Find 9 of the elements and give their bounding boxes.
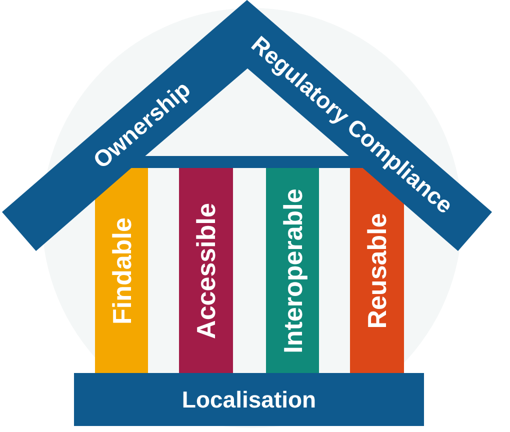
pillar-label: Reusable [364, 212, 390, 328]
foundation-bar [74, 373, 424, 426]
foundation-label: Localisation [182, 388, 316, 411]
pillar [95, 166, 148, 375]
pillar-label: Accessible [193, 202, 219, 338]
pillar-label: Interoperable [280, 188, 306, 353]
pillar [266, 166, 319, 375]
pillar [179, 166, 233, 375]
pillar-label: Findable [108, 217, 134, 324]
